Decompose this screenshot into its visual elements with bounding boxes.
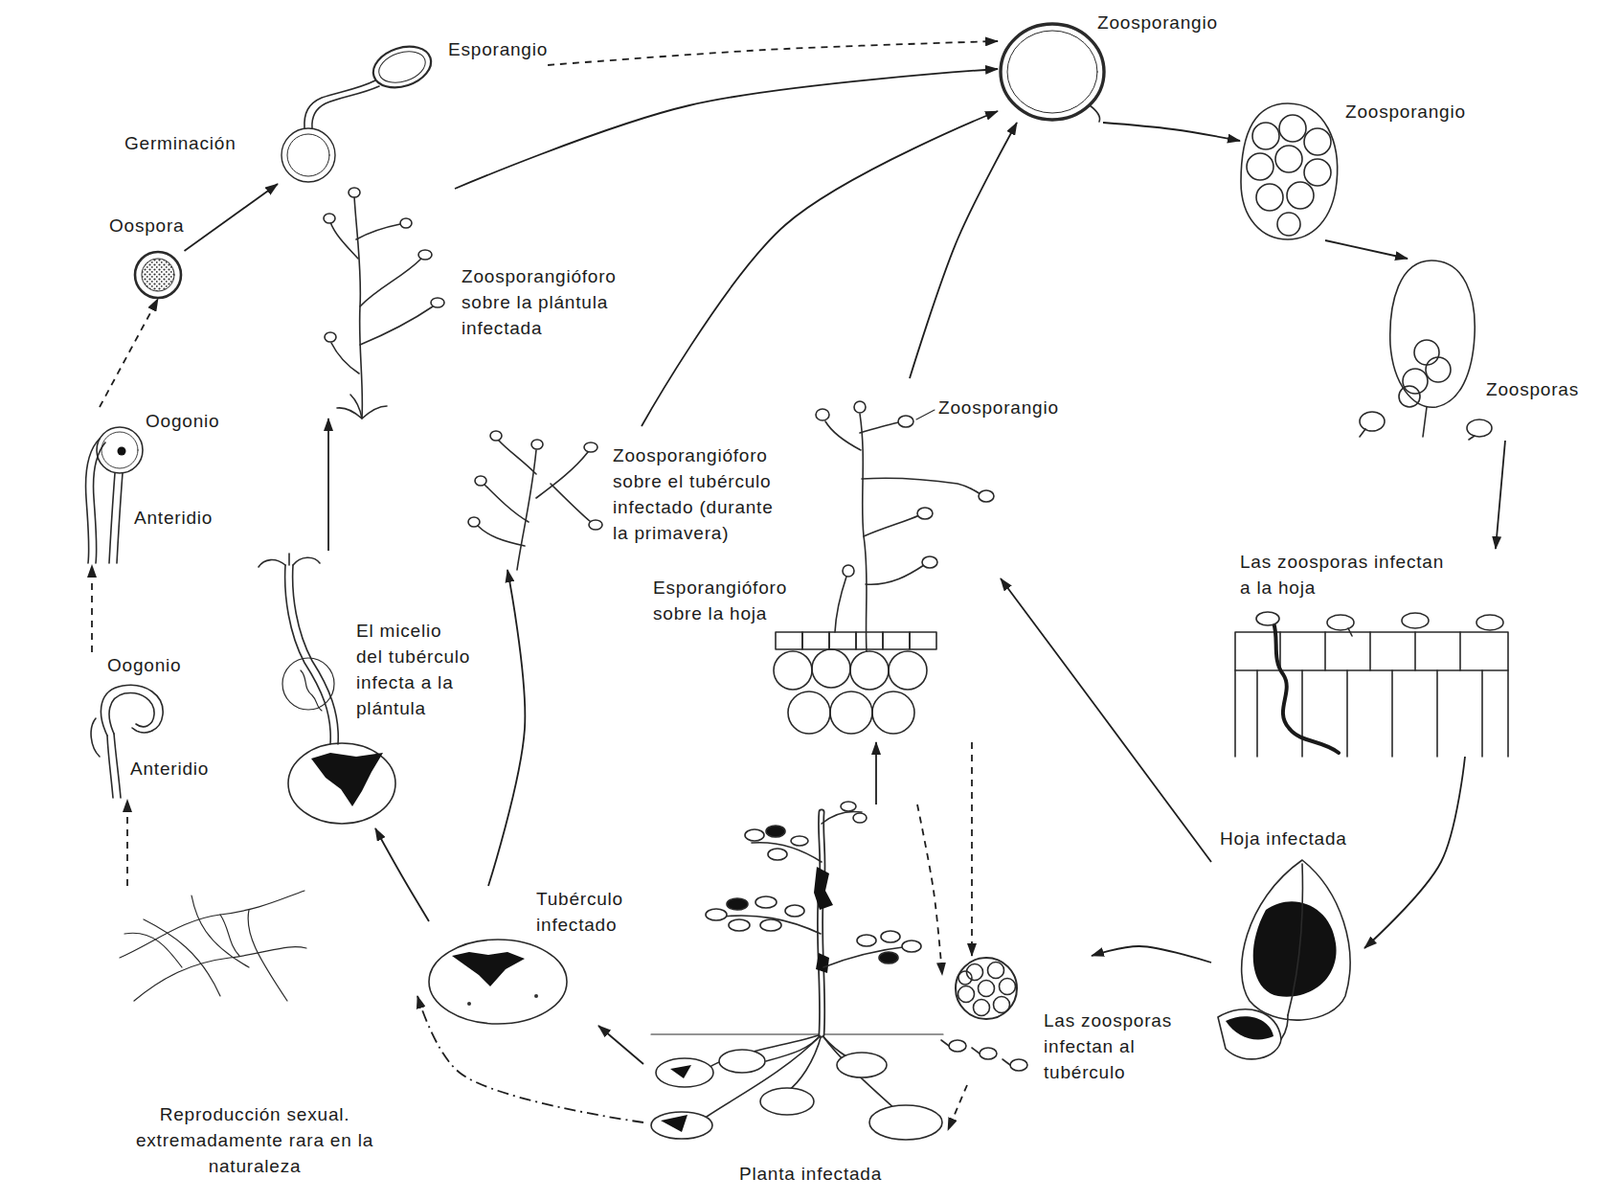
zoosporangium-spores-drawing bbox=[1240, 103, 1338, 240]
life-cycle-arrow bbox=[488, 569, 525, 886]
stage-node: Oospora bbox=[109, 212, 184, 299]
stage-label: Oospora bbox=[109, 212, 184, 239]
oospore-drawing bbox=[135, 251, 181, 298]
life-cycle-arrow bbox=[970, 742, 973, 956]
life-cycle-arrow bbox=[1325, 240, 1408, 259]
zoosporangium-drawing bbox=[1000, 23, 1105, 122]
mycelium-drawing bbox=[119, 890, 307, 1001]
stage-node: Planta infectada bbox=[643, 804, 948, 1187]
life-cycle-arrow bbox=[875, 742, 878, 805]
life-cycle-arrow bbox=[1103, 122, 1240, 141]
stage-label: Hoja infectada bbox=[1219, 825, 1348, 852]
stage-node: Esporangio bbox=[367, 36, 548, 96]
potato-plant-drawing bbox=[651, 801, 944, 1140]
stage-label: Zoosporas bbox=[1486, 376, 1579, 403]
leaf-sporangiophore-drawing bbox=[773, 401, 994, 734]
stage-node: Germinación bbox=[124, 114, 346, 184]
stage-node: El micelio del tubérculo infecta a la pl… bbox=[239, 550, 474, 829]
stage-node: OogonioAnteridio bbox=[65, 406, 220, 565]
life-cycle-arrow bbox=[947, 1084, 968, 1130]
life-cycle-arrow bbox=[90, 564, 93, 653]
stage-label: Zoosporangióforo sobre la plántula infec… bbox=[461, 263, 639, 341]
stage-node: Las zoosporas infectan al tubérculo bbox=[942, 955, 1197, 1085]
stage-label: Anteridio bbox=[134, 504, 213, 531]
zoospore-cluster-drawing bbox=[941, 957, 1028, 1071]
life-cycle-arrow bbox=[99, 298, 158, 407]
stage-node: Zoosporangio bbox=[997, 9, 1218, 123]
stage-node: Zoosporangióforo sobre el tubérculo infe… bbox=[467, 426, 795, 570]
life-cycle-arrow bbox=[417, 995, 644, 1123]
life-cycle-arrow bbox=[327, 418, 330, 551]
stage-node: Zoosporangio bbox=[1239, 98, 1466, 241]
life-cycle-arrow bbox=[454, 68, 998, 189]
stage-label: Germinación bbox=[124, 130, 237, 157]
life-cycle-arrow bbox=[375, 828, 429, 922]
life-cycle-arrow bbox=[547, 41, 998, 66]
stage-label: Zoosporangióforo sobre el tubérculo infe… bbox=[612, 442, 795, 546]
stage-label: Esporangióforo sobre la hoja bbox=[653, 574, 816, 627]
sporangium-drawing bbox=[304, 39, 437, 129]
stage-node: Zoosporas bbox=[1357, 258, 1579, 441]
stage-label: Anteridio bbox=[130, 755, 209, 782]
stage-node: Hoja infectada bbox=[1211, 825, 1365, 1070]
stage-node: Las zoosporas infectan a la hoja bbox=[1235, 548, 1509, 757]
oogonium-drawing bbox=[86, 427, 143, 564]
stage-label: Esporangio bbox=[448, 36, 548, 63]
life-cycle-arrow bbox=[641, 111, 998, 427]
stage-node: Reproducción sexual. extremadamente rara… bbox=[91, 885, 418, 1179]
stage-node: Zoosporangióforo sobre la plántula infec… bbox=[320, 188, 639, 419]
released-zoospores-drawing bbox=[1359, 260, 1492, 440]
stage-label: Planta infectada bbox=[739, 1160, 882, 1187]
life-cycle-arrow bbox=[183, 183, 278, 251]
germinating-oospore-drawing bbox=[281, 128, 336, 182]
stage-label: Tubérculo infectado bbox=[536, 885, 642, 938]
infected-leaf-drawing bbox=[1217, 859, 1351, 1060]
leader-line bbox=[916, 409, 935, 420]
life-cycle-arrow bbox=[598, 1025, 644, 1064]
stage-node: OogonioAnteridio bbox=[84, 652, 209, 800]
stage-label: Las zoosporas infectan a la hoja bbox=[1239, 548, 1453, 601]
life-cycle-arrow bbox=[1364, 756, 1465, 948]
life-cycle-arrow bbox=[1091, 946, 1212, 963]
tuber-sporangiophore-drawing bbox=[468, 430, 603, 570]
leaf-infection-drawing bbox=[1235, 611, 1509, 757]
part-label: Zoosporangio bbox=[938, 394, 1060, 421]
stage-label: Zoosporangio bbox=[1097, 9, 1218, 36]
stage-label: Zoosporangio bbox=[1345, 98, 1466, 125]
stage-label: El micelio del tubérculo infecta a la pl… bbox=[356, 617, 474, 722]
life-cycle-arrow bbox=[1000, 578, 1212, 862]
seedling-sporangiophore-drawing bbox=[323, 187, 445, 419]
life-cycle-arrow bbox=[909, 122, 1017, 379]
life-cycle-arrow bbox=[1495, 440, 1506, 549]
stage-node: Esporangióforo sobre la hoja bbox=[653, 378, 1001, 743]
stage-label: Oogonio bbox=[145, 407, 220, 434]
stage-label: Las zoosporas infectan al tubérculo bbox=[1043, 1007, 1197, 1085]
stage-label: Reproducción sexual. extremadamente rara… bbox=[91, 1101, 418, 1179]
stage-node: Tubérculo infectado bbox=[428, 885, 642, 1026]
life-cycle-arrow bbox=[917, 804, 943, 975]
young-oogonium-drawing bbox=[90, 684, 163, 798]
stage-label: Oogonio bbox=[107, 652, 181, 678]
infected-tuber-drawing bbox=[428, 939, 567, 1024]
life-cycle-arrow bbox=[126, 799, 129, 886]
